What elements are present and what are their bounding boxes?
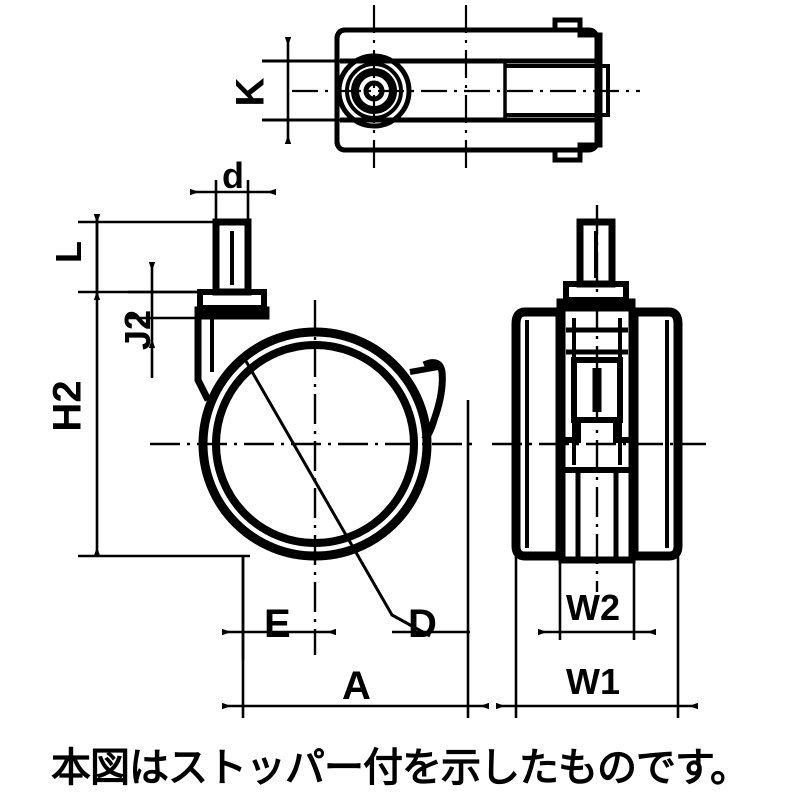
side-view-wheel-left: [511, 307, 565, 561]
dimension-label-d: d: [222, 155, 244, 196]
front-view-flange-lower: [194, 306, 270, 320]
dimension-H2-group: [78, 214, 250, 558]
front-view-yoke: [194, 318, 212, 402]
drawing-caption: 本図はストッパー付を示したものです。: [51, 745, 750, 791]
dimension-W1-group: [496, 556, 698, 718]
dimension-label-D: D: [408, 602, 437, 646]
dimension-label-L: L: [48, 241, 89, 263]
front-view-stopper-arm: [409, 364, 439, 375]
dimension-label-J2: J2: [117, 309, 159, 351]
dimension-K-group: [262, 37, 345, 144]
dimension-J2-group: [128, 262, 200, 378]
dimension-label-K: K: [228, 77, 273, 107]
dimension-W2-group: [538, 556, 656, 640]
dimension-label-E: E: [264, 602, 291, 646]
front-view-group: [150, 218, 478, 655]
dimension-label-A: A: [342, 664, 371, 708]
side-view-group: [492, 205, 706, 592]
dimension-d-group: [190, 180, 276, 230]
front-view-stopper-lever: [421, 359, 446, 443]
dimension-label-W1: W1: [566, 661, 620, 702]
front-view-diameter-leader-line: [241, 355, 431, 638]
side-view-wheel-right: [629, 307, 683, 561]
dimension-label-H2: H2: [45, 380, 90, 432]
dimension-A-group: [222, 400, 489, 718]
dimension-label-W2: W2: [566, 587, 620, 628]
top-view-group: [292, 5, 640, 175]
front-view-flange-upper: [197, 289, 267, 311]
